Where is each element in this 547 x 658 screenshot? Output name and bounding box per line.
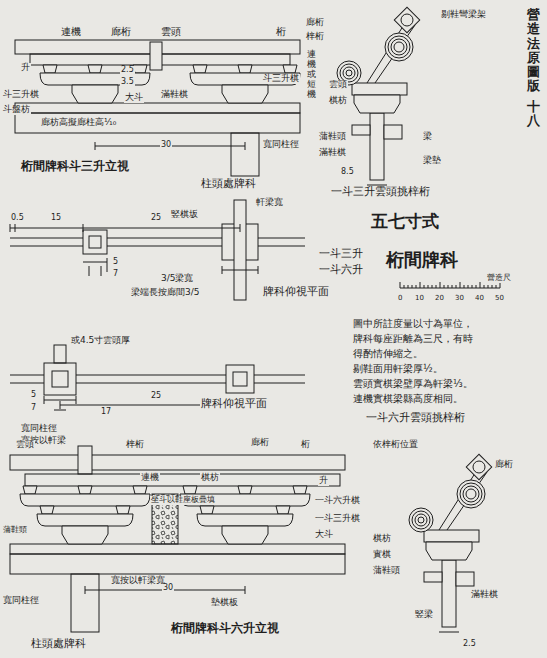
drawing-label: 一斗三升 (318, 248, 364, 260)
drawing-label: 大斗 (314, 530, 334, 540)
drawing-label: 寬同柱徑 (20, 424, 58, 434)
drawing-label: 圖中所註度量以寸為單位， (352, 318, 474, 329)
drawing-label: 8.5 (340, 168, 355, 177)
drawing-label: 得酌情伸縮之。 (352, 348, 424, 359)
drawing-label: 2.5 (120, 66, 135, 75)
drawing-label: 一斗六升棋 (314, 496, 361, 506)
drawing-label: 實棋 (372, 550, 392, 560)
drawing-label: 軒梁寬 (255, 198, 284, 208)
drawing-label: 蒲鞋頭 (372, 566, 401, 576)
drawing-label: 連機實棋梁縣高度相同。 (352, 393, 464, 404)
drawing-label: 25 (150, 392, 162, 401)
drawing-label: 梓桁 (125, 440, 145, 450)
drawing-label: 15 (50, 214, 62, 223)
drawing-label: 廊桁 (250, 438, 270, 448)
drawing-label: 桁間牌科斗六升立視 (170, 622, 280, 635)
drawing-label: 或4.5寸雲頭厚 (70, 336, 131, 346)
drawing-label: 連機或短機 (306, 50, 317, 99)
drawing-label: 廊桁 (494, 460, 514, 470)
drawing-label: 40 (474, 295, 485, 303)
drawing-label: 蒲鞋頭 (318, 132, 347, 142)
drawing-label: 棋枋 (372, 534, 392, 544)
drawing-title: 五七寸式 (370, 212, 440, 231)
drawing-label: 寬同柱徑 (262, 140, 300, 150)
drawing-label: 大斗 (124, 93, 144, 103)
drawing-label: 30 (160, 141, 172, 150)
drawing-label: 滿鞋棋 (318, 148, 347, 158)
drawing-label: 廊桁 (110, 26, 132, 37)
drawing-label: 0 (397, 295, 403, 303)
drawing-label: 17 (100, 408, 112, 417)
drawing-label: 牌科每座距離為三尺，有時 (352, 333, 474, 344)
drawing-label: 升 (318, 476, 329, 486)
drawing-label: 坐斗以鞋座板疊填 (150, 496, 216, 505)
drawing-label: 梁墊 (422, 156, 442, 166)
drawing-label: 柱頭處牌科 (200, 178, 257, 190)
drawing-label: 30 (454, 295, 465, 303)
drawing-label: 一斗三升雲頭挑梓桁 (330, 186, 431, 198)
drawing-label: 斗三升棋 (262, 74, 300, 84)
drawing-label: 7 (112, 270, 119, 279)
drawing-label: 桁 (275, 26, 287, 37)
drawing-label: 連機 (60, 26, 82, 37)
drawing-label: 柱頭處牌科 (30, 638, 87, 650)
drawing-label: 斗三升棋 (2, 90, 40, 100)
drawing-label: 棋枋 (200, 473, 220, 483)
drawing-label: 蒲鞋頭 (2, 526, 28, 535)
drawing-label: 25 (150, 214, 162, 223)
drawing-label: 雲頭 (328, 80, 348, 90)
drawing-label: 桁 (300, 440, 311, 450)
drawing-label: 7 (30, 404, 37, 413)
drawing-label: 牌科仰視平面 (262, 286, 330, 298)
drawing-label: 寬同柱徑 (2, 596, 40, 606)
drawing-label: 0.5 (10, 214, 25, 223)
drawing-label: 3.5 (120, 78, 135, 87)
drawing-label: 梁端長按廊間3/5 (130, 288, 200, 298)
drawing-label: 2.5 (462, 640, 477, 649)
drawing-label: 依梓桁位置 (372, 440, 419, 450)
drawing-label: 剔鞋彎梁架 (440, 10, 487, 20)
drawing-label: 一斗六升雲頭挑梓桁 (365, 412, 466, 424)
drawing-label: 升 (20, 63, 31, 73)
drawing-label: 寬按以軒梁寬 (110, 576, 166, 586)
drawing-label: 30 (162, 584, 174, 593)
drawing-label: 十八 (526, 100, 541, 129)
drawing-label: 墊棋板 (210, 598, 239, 608)
drawing-label: 營造法原圖版 (526, 8, 541, 94)
drawing-label: 桁間牌科 (385, 250, 459, 270)
drawing-label: 竪梁 (414, 610, 434, 620)
drawing-label: 50 (494, 295, 505, 303)
drawing-label: 剔鞋面用軒梁厚½。 (352, 363, 444, 374)
drawing-label: 3/5梁寬 (160, 274, 194, 284)
drawing-label: 一斗六升 (318, 264, 364, 276)
drawing-label: 滿鞋棋 (470, 590, 499, 600)
drawing-label: 梁 (422, 132, 433, 142)
drawing-label: 雲頭 (15, 440, 35, 450)
drawing-label: 雲頭實棋梁壁厚為軒梁⅓。 (352, 378, 474, 389)
drawing-label: 一斗三升棋 (314, 514, 361, 524)
drawing-label: 廊桁 (305, 18, 325, 28)
drawing-label: 5 (112, 258, 119, 267)
drawing-label: 20 (434, 295, 445, 303)
drawing-label: 廊枋高擬廊柱高⅒ (40, 118, 117, 128)
drawing-label: 雲頭 (160, 26, 182, 37)
drawing-label: 5 (30, 391, 37, 400)
drawing-label: 梓桁 (305, 32, 325, 42)
drawing-label: 營造尺 (486, 274, 512, 283)
drawing-label: 竪棋坂 (170, 210, 199, 220)
drawing-label: 斗盤枋 (2, 105, 31, 115)
drawing-label: 牌科仰視平面 (200, 398, 268, 410)
drawing-label: 棋枋 (328, 96, 348, 106)
drawing-label: 連機 (140, 473, 160, 483)
drawing-label: 滿鞋棋 (160, 90, 189, 100)
drawing-label: 桁間牌科斗三升立視 (20, 160, 130, 173)
drawing-label: 10 (414, 295, 425, 303)
